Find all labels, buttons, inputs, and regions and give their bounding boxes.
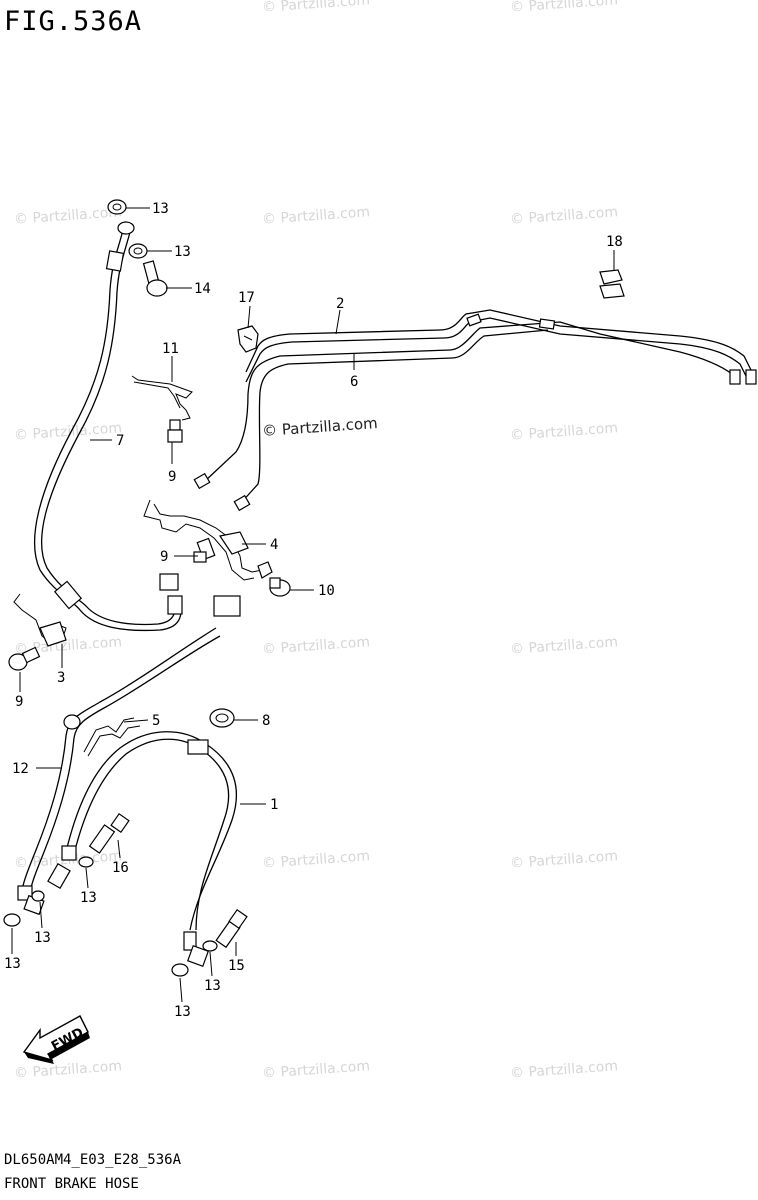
callout-4: 4 [270,537,278,553]
callout-18: 18 [606,234,623,250]
callout-16: 16 [112,860,129,876]
callout-10: 10 [318,583,335,599]
figure-title: FIG.536A [4,6,143,37]
callout-9: 9 [168,469,176,485]
hose-1 [47,731,238,968]
union-bolt-16 [88,812,130,854]
callout-13: 13 [174,244,191,260]
forward-arrow-icon: FWD [22,1015,90,1064]
figure-caption: FRONT BRAKE HOSE [4,1176,139,1192]
callout-13: 13 [34,930,51,946]
washer-13 [171,963,189,977]
washer-13 [31,890,45,902]
hose-7 [34,221,183,632]
clamp-8 [209,708,235,728]
hose-12 [17,573,241,916]
callout-6: 6 [350,374,358,390]
bolt-9 [167,419,183,443]
bracket-3 [13,593,67,647]
callout-8: 8 [262,713,270,729]
bolt-9 [8,646,41,671]
union-bolt-14 [142,260,168,297]
washer-13 [202,940,218,952]
callout-9: 9 [160,549,168,565]
leader-lines [11,207,615,1003]
washer-13 [78,856,94,868]
washer-13 [128,243,148,259]
bracket-5 [83,717,141,757]
callout-14: 14 [194,281,211,297]
callout-13: 13 [174,1004,191,1020]
callout-13: 13 [80,890,97,906]
bolt-9 [193,537,216,563]
union-bolt-15 [215,908,248,949]
callout-7: 7 [116,433,124,449]
brake-pipe-6 [203,321,737,505]
callout-13: 13 [204,978,221,994]
callout-9: 9 [15,694,23,710]
callout-3: 3 [57,670,65,686]
bracket-4 [143,499,273,581]
callout-5: 5 [152,713,160,729]
clamp-17 [237,325,259,353]
washer-13 [107,199,127,215]
brake-pipe-2 [245,309,753,383]
callout-1: 1 [270,797,278,813]
callout-12: 12 [12,761,29,777]
bolt-10 [269,577,291,597]
callout-2: 2 [336,296,344,312]
washer-13 [3,913,21,927]
callout-17: 17 [238,290,255,306]
callout-13: 13 [4,956,21,972]
callout-11: 11 [162,341,179,357]
callout-13: 13 [152,201,169,217]
clamp-18 [599,269,625,299]
callout-15: 15 [228,958,245,974]
bracket-11 [131,375,193,421]
figure-code: DL650AM4_E03_E28_536A [4,1152,182,1168]
